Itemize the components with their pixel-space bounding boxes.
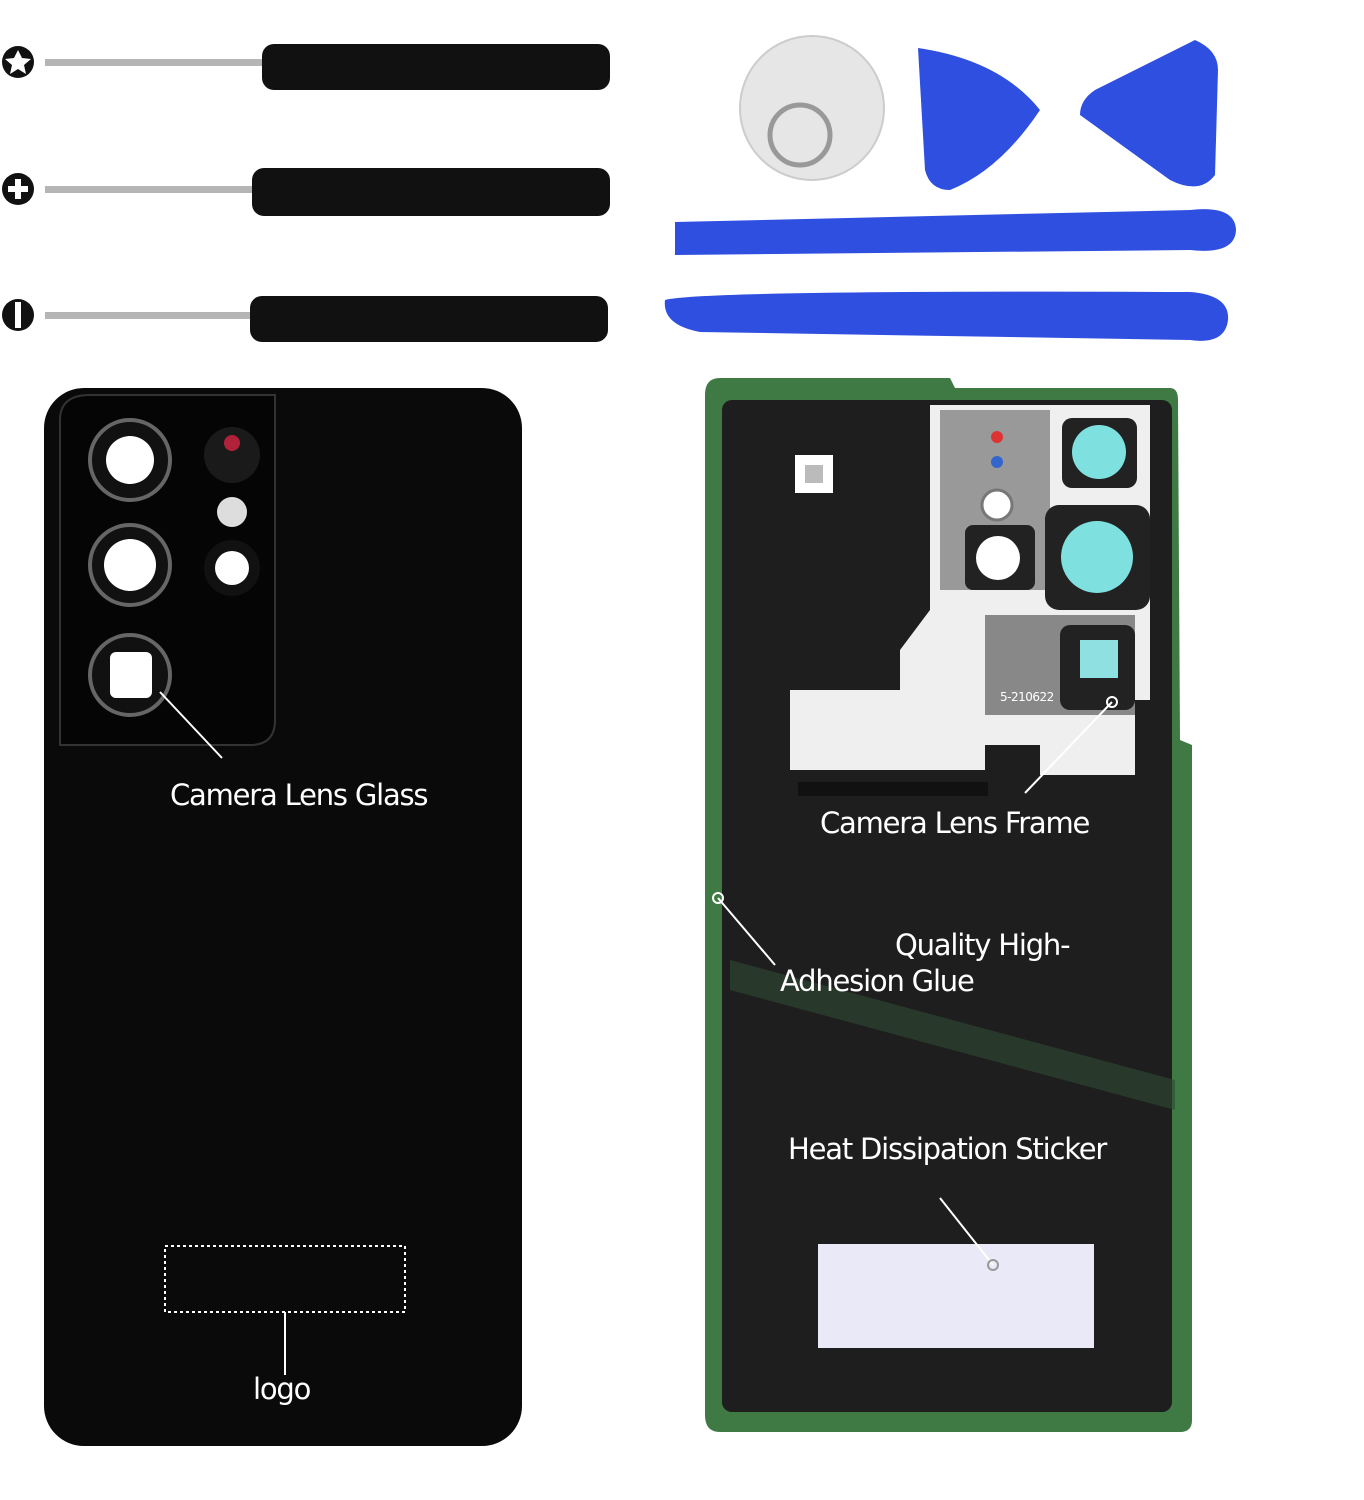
pry-bar <box>664 291 1229 341</box>
screwdriver-flathead <box>2 296 608 342</box>
camera-lens-glass-label: Camera Lens Glass <box>170 778 429 812</box>
heat-dissipation-sticker <box>818 1244 1094 1348</box>
glue-label-line1: Quality High- <box>895 928 1071 962</box>
camera-lens-frame-label: Camera Lens Frame <box>820 806 1090 840</box>
glue-label-line2: Adhesion Glue <box>780 964 975 998</box>
back-glass-panel <box>44 388 522 1446</box>
heat-sticker-label: Heat Dissipation Sticker <box>788 1132 1107 1166</box>
pry-bar <box>675 209 1236 255</box>
back-panel-inside <box>705 378 1192 1432</box>
triangle-pick <box>1080 40 1218 187</box>
screwdriver-phillips <box>2 168 610 216</box>
triangle-pick <box>918 48 1040 190</box>
part-code: 5-210622 <box>1000 690 1054 704</box>
suction-cup <box>739 35 885 181</box>
screwdriver-pentalobe <box>2 44 610 90</box>
logo-label: logo <box>253 1372 311 1406</box>
